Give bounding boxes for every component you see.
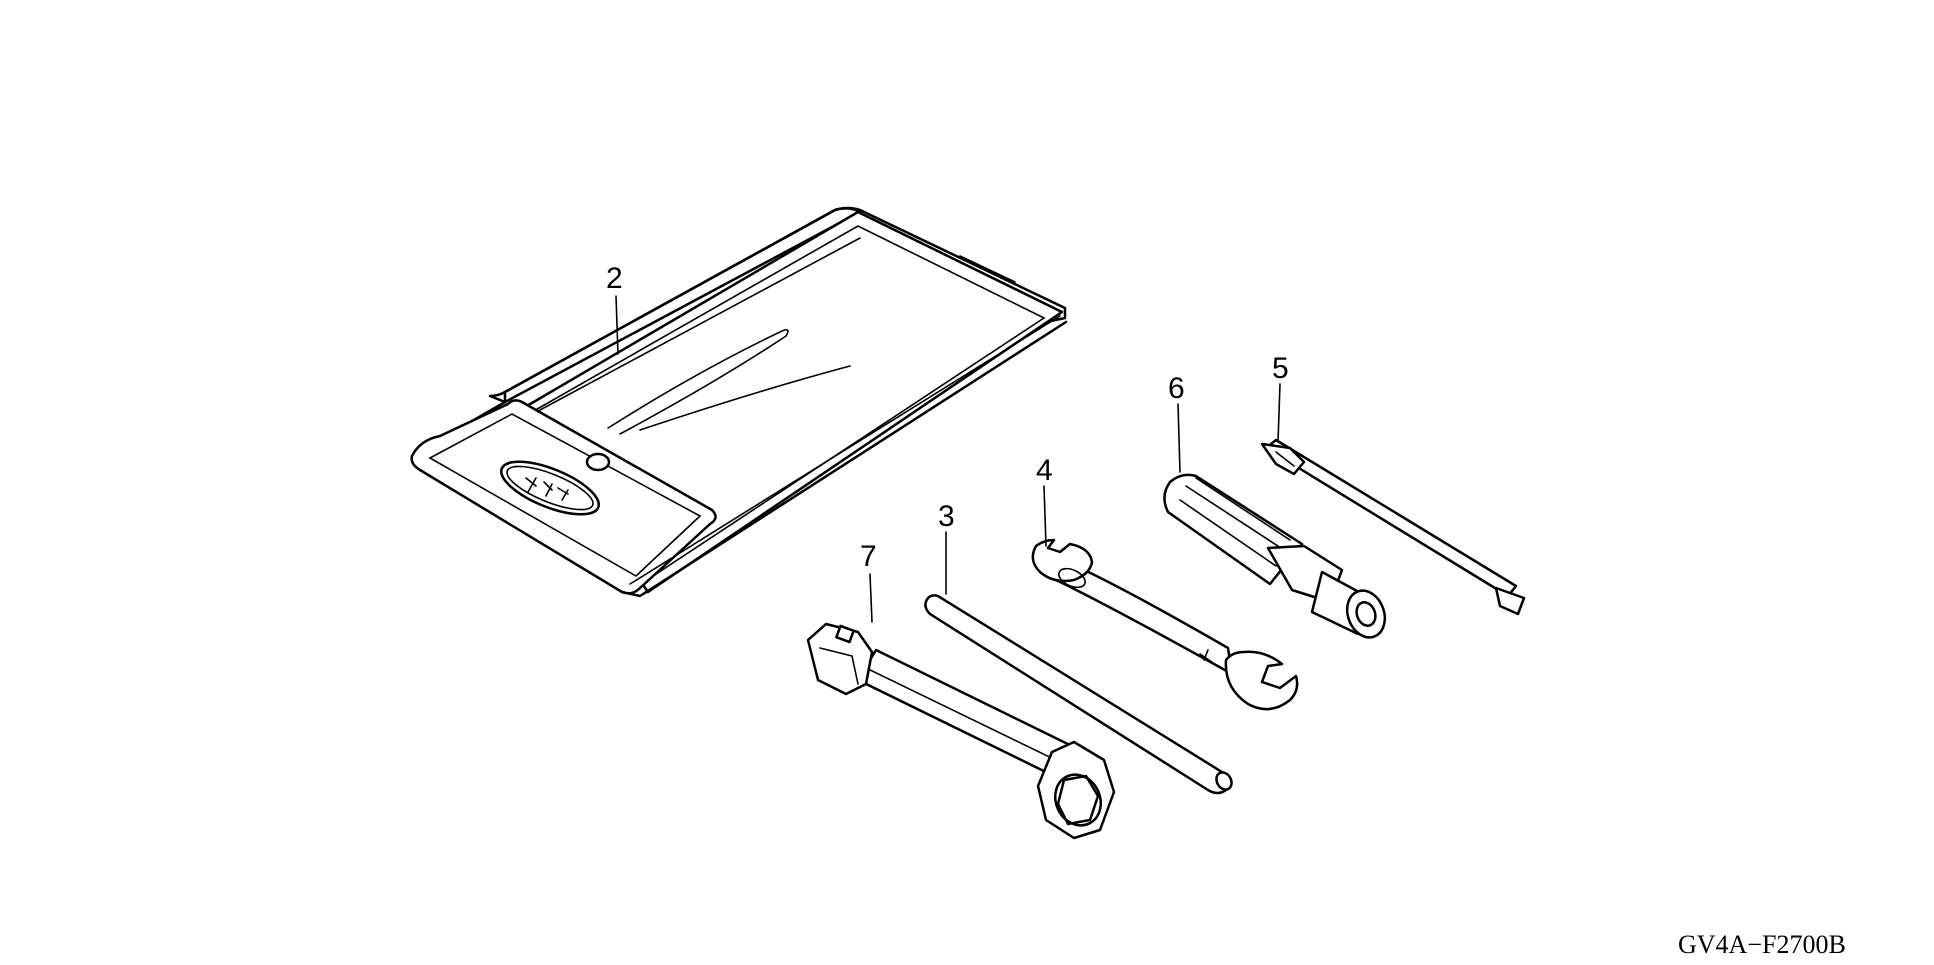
open-end-wrench-icon[interactable] bbox=[1031, 538, 1299, 711]
callout-7: 7 bbox=[860, 540, 877, 573]
leader-lines bbox=[615, 295, 1281, 623]
callout-4: 4 bbox=[1036, 454, 1053, 487]
callout-3: 3 bbox=[938, 500, 955, 533]
leader-5 bbox=[1277, 383, 1281, 443]
plug-wrench-icon[interactable] bbox=[806, 622, 1116, 840]
leader-6 bbox=[1177, 403, 1181, 473]
callout-2: 2 bbox=[606, 262, 623, 295]
screwdriver-grip-icon[interactable] bbox=[1163, 473, 1391, 643]
callout-5: 5 bbox=[1272, 352, 1289, 385]
leader-7 bbox=[869, 573, 873, 623]
leader-2 bbox=[615, 295, 619, 355]
callout-6: 6 bbox=[1168, 372, 1185, 405]
screwdriver-icon[interactable] bbox=[1260, 438, 1526, 616]
leader-4 bbox=[1043, 485, 1047, 547]
tommy-bar-icon[interactable] bbox=[924, 594, 1234, 795]
diagram-code: GV4A−F2700B bbox=[1678, 930, 1846, 959]
tool-bag-icon[interactable] bbox=[410, 206, 1068, 598]
